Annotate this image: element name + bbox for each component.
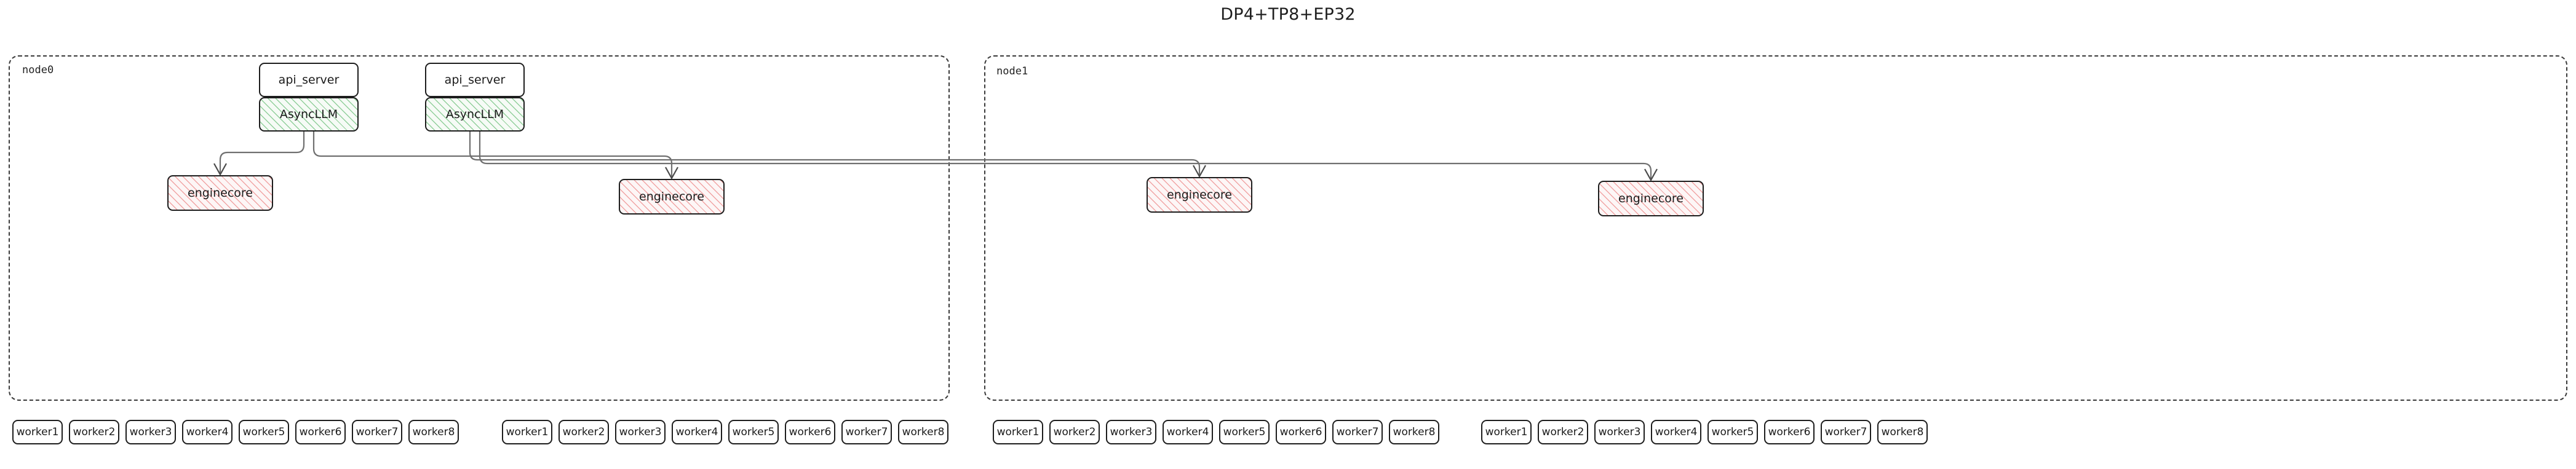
worker-box[interactable]: worker5	[1707, 420, 1758, 444]
worker-label: worker2	[1541, 426, 1584, 438]
worker-box[interactable]: worker8	[408, 420, 459, 444]
worker-label: worker4	[186, 426, 229, 438]
worker-box[interactable]: worker4	[1163, 420, 1213, 444]
enginecore-label: enginecore	[1618, 192, 1684, 205]
worker-label: worker6	[1768, 426, 1811, 438]
worker-label: worker3	[619, 426, 662, 438]
worker-box[interactable]: worker5	[1219, 420, 1270, 444]
worker-box[interactable]: worker5	[239, 420, 289, 444]
worker-label: worker1	[1485, 426, 1528, 438]
worker-label: worker6	[299, 426, 342, 438]
worker-box[interactable]: worker4	[1651, 420, 1701, 444]
worker-box[interactable]: worker1	[12, 420, 63, 444]
worker-label: worker1	[16, 426, 59, 438]
node-container-node0	[9, 55, 950, 401]
worker-box[interactable]: worker4	[182, 420, 233, 444]
worker-box[interactable]: worker7	[841, 420, 892, 444]
worker-box[interactable]: worker6	[1276, 420, 1326, 444]
worker-box[interactable]: worker2	[69, 420, 119, 444]
worker-label: worker4	[1655, 426, 1698, 438]
worker-label: worker1	[506, 426, 549, 438]
worker-label: worker5	[1711, 426, 1754, 438]
worker-label: worker7	[845, 426, 888, 438]
worker-box[interactable]: worker3	[1594, 420, 1645, 444]
worker-box[interactable]: worker6	[295, 420, 346, 444]
worker-label: worker5	[1223, 426, 1266, 438]
worker-box[interactable]: worker6	[1764, 420, 1815, 444]
worker-box[interactable]: worker2	[559, 420, 609, 444]
worker-box[interactable]: worker4	[672, 420, 722, 444]
worker-box[interactable]: worker3	[615, 420, 666, 444]
worker-box[interactable]: worker7	[352, 420, 402, 444]
worker-label: worker8	[1881, 426, 1924, 438]
worker-label: worker4	[1166, 426, 1209, 438]
node-label-node0: node0	[22, 64, 54, 76]
enginecore-box-1[interactable]: enginecore	[619, 179, 725, 215]
worker-box[interactable]: worker1	[1481, 420, 1532, 444]
page-title: DP4+TP8+EP32	[1220, 5, 1356, 24]
worker-label: worker6	[789, 426, 832, 438]
async-llm-label: AsyncLLM	[445, 108, 504, 121]
api-server-box-0[interactable]: api_server	[259, 63, 359, 97]
api-server-label: api_server	[444, 73, 506, 87]
worker-box[interactable]: worker3	[1106, 420, 1156, 444]
worker-box[interactable]: worker2	[1538, 420, 1588, 444]
worker-label: worker5	[732, 426, 775, 438]
worker-label: worker3	[1598, 426, 1641, 438]
worker-label: worker2	[73, 426, 116, 438]
enginecore-label: enginecore	[188, 186, 253, 200]
worker-label: worker4	[675, 426, 718, 438]
api-server-label: api_server	[278, 73, 340, 87]
enginecore-box-3[interactable]: enginecore	[1598, 181, 1704, 216]
worker-box[interactable]: worker6	[785, 420, 835, 444]
worker-box[interactable]: worker8	[1389, 420, 1439, 444]
async-llm-label: AsyncLLM	[279, 108, 338, 121]
worker-label: worker1	[996, 426, 1040, 438]
worker-box[interactable]: worker7	[1821, 420, 1871, 444]
worker-box[interactable]: worker2	[1049, 420, 1100, 444]
worker-box[interactable]: worker3	[125, 420, 176, 444]
worker-label: worker2	[562, 426, 605, 438]
async-llm-box-1[interactable]: AsyncLLM	[425, 97, 525, 132]
worker-label: worker7	[356, 426, 399, 438]
enginecore-label: enginecore	[639, 190, 704, 203]
worker-label: worker8	[902, 426, 945, 438]
worker-box[interactable]: worker8	[898, 420, 948, 444]
worker-label: worker7	[1824, 426, 1867, 438]
worker-box[interactable]: worker8	[1877, 420, 1928, 444]
worker-label: worker6	[1279, 426, 1322, 438]
api-server-box-1[interactable]: api_server	[425, 63, 525, 97]
worker-box[interactable]: worker7	[1332, 420, 1383, 444]
worker-label: worker8	[412, 426, 455, 438]
worker-box[interactable]: worker1	[502, 420, 552, 444]
worker-box[interactable]: worker1	[993, 420, 1043, 444]
worker-label: worker7	[1336, 426, 1379, 438]
node-label-node1: node1	[996, 65, 1028, 77]
enginecore-label: enginecore	[1167, 188, 1232, 202]
worker-label: worker3	[129, 426, 172, 438]
worker-label: worker5	[242, 426, 285, 438]
worker-label: worker2	[1053, 426, 1096, 438]
enginecore-box-2[interactable]: enginecore	[1147, 177, 1252, 213]
async-llm-box-0[interactable]: AsyncLLM	[259, 97, 359, 132]
node-container-node1	[984, 55, 2567, 401]
enginecore-box-0[interactable]: enginecore	[167, 175, 273, 211]
worker-box[interactable]: worker5	[728, 420, 779, 444]
worker-label: worker8	[1393, 426, 1436, 438]
worker-label: worker3	[1110, 426, 1153, 438]
